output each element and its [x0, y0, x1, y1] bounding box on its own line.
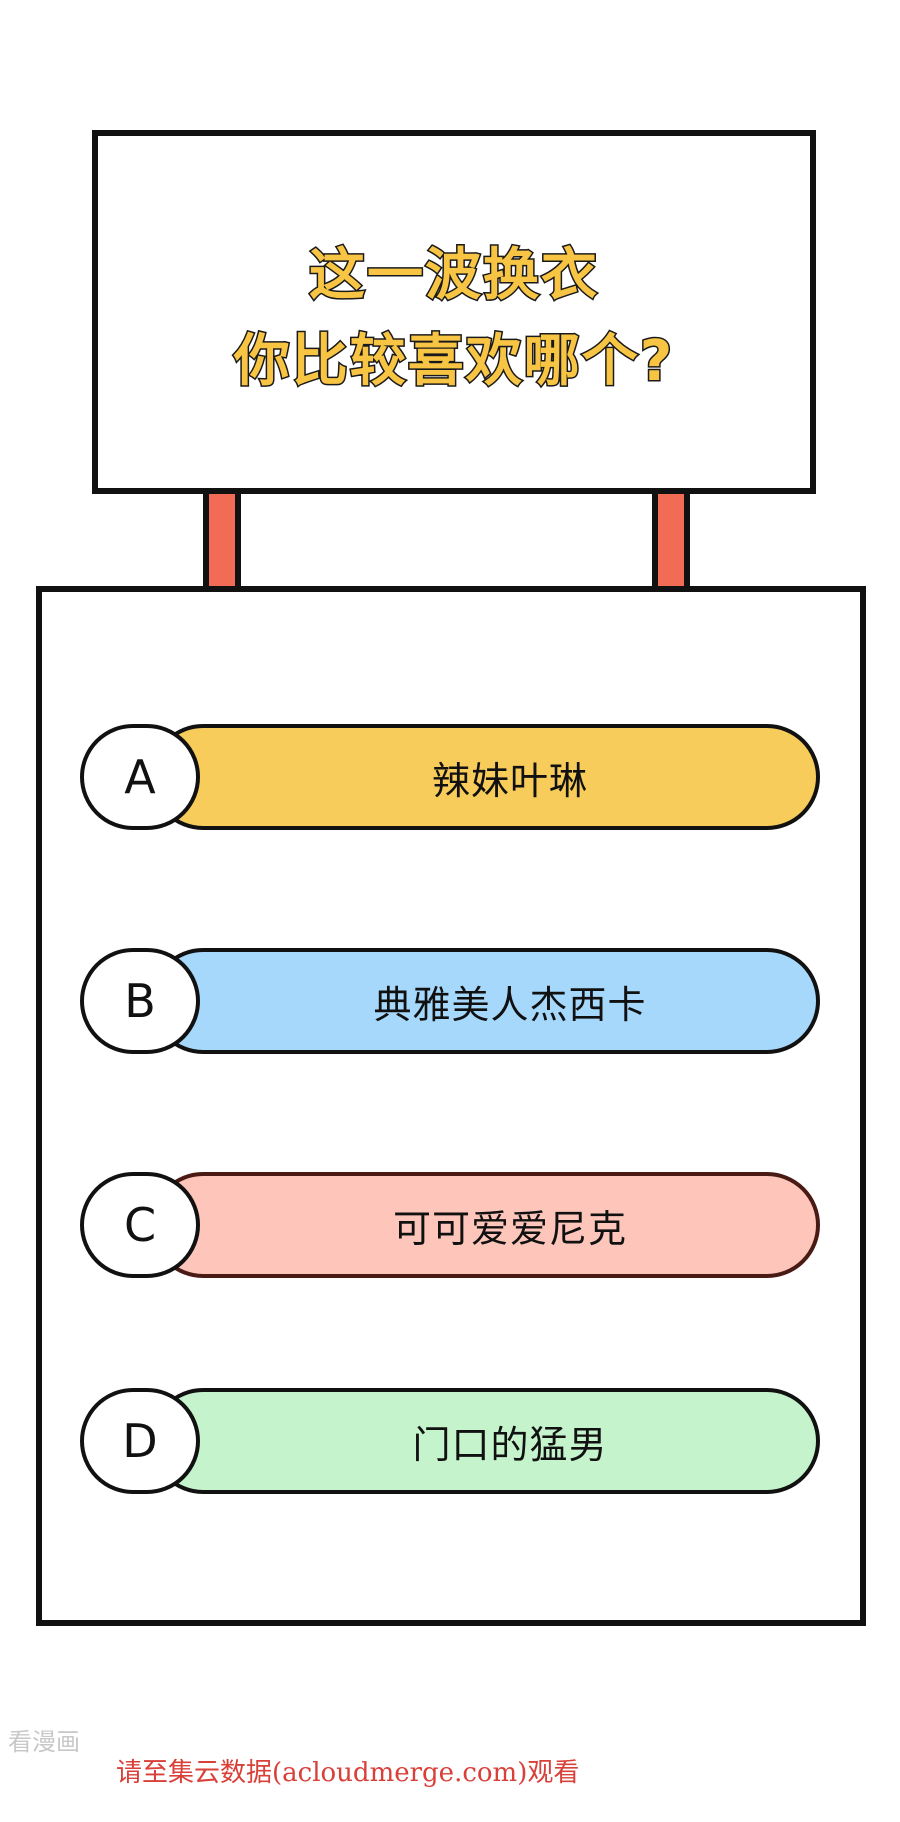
option-d-letter: D [80, 1388, 200, 1494]
option-b-bar [150, 948, 820, 1054]
sign-post-left [203, 494, 241, 588]
option-c-letter: C [80, 1172, 200, 1278]
watermark-bottom: 请至集云数据(acloudmerge.com)观看 [116, 1758, 580, 1788]
option-a[interactable]: A 辣妹叶琳 [80, 724, 820, 830]
option-b-label: 典雅美人杰西卡 [373, 982, 647, 1027]
question-title-line-1: 这一波换衣 [308, 243, 599, 308]
question-title-line-2: 你比较喜欢哪个? [232, 329, 675, 394]
option-a-letter: A [80, 724, 200, 830]
option-c[interactable]: C 可可爱爱尼克 [80, 1172, 820, 1278]
option-b[interactable]: B 典雅美人杰西卡 [80, 948, 820, 1054]
sign-post-right [652, 494, 690, 588]
option-b-letter: B [80, 948, 200, 1054]
watermark-left: 看漫画 [8, 1728, 80, 1756]
question-sign-board: 这一波换衣 你比较喜欢哪个? [92, 130, 816, 494]
option-d-bar [150, 1388, 820, 1494]
option-d-label: 门口的猛男 [412, 1422, 608, 1467]
option-a-label: 辣妹叶琳 [431, 758, 588, 803]
option-c-bar [150, 1172, 820, 1278]
option-d[interactable]: D 门口的猛男 [80, 1388, 820, 1494]
option-a-bar [150, 724, 820, 830]
option-c-label: 可可爱爱尼克 [392, 1206, 627, 1251]
